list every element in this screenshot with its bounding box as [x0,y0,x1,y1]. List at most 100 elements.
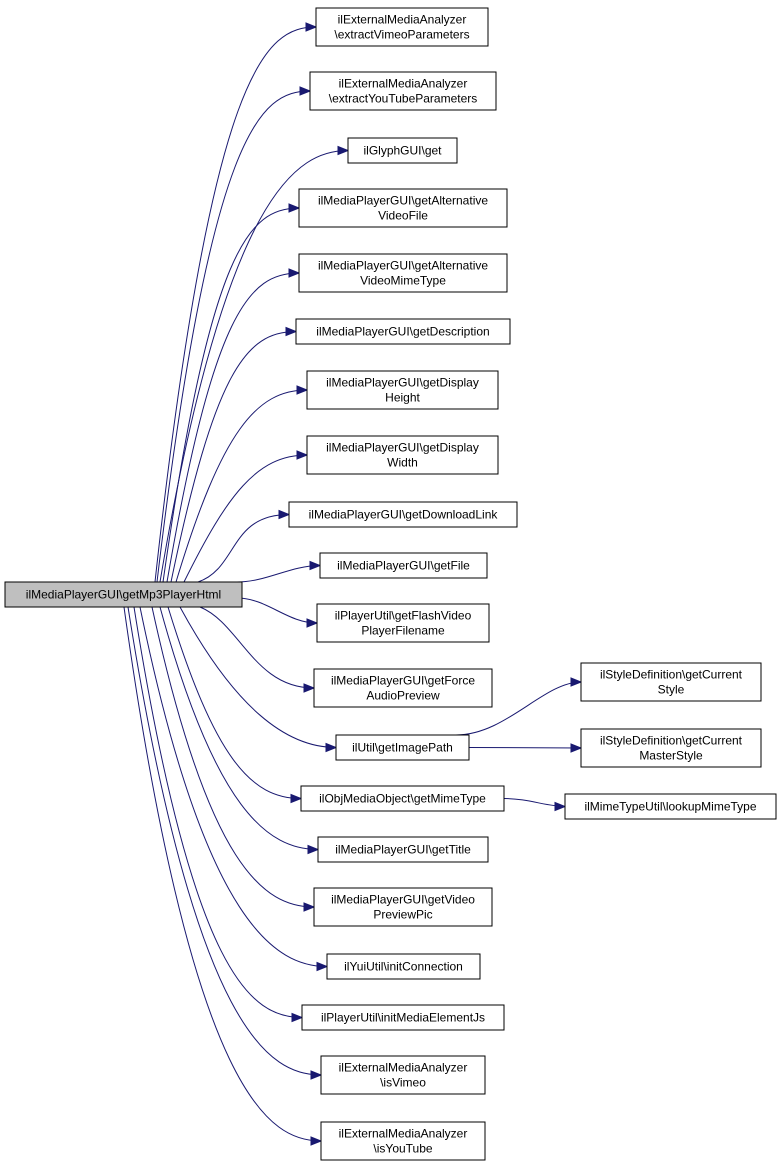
node-box [298,188,508,228]
node-box [315,7,489,47]
call-edge [159,145,350,583]
node-box [300,785,505,812]
function-node[interactable]: ilObjMediaObject\getMimeType [300,785,505,812]
edge-line [167,606,302,799]
node-label: ilExternalMediaAnalyzer [339,1127,468,1141]
node-box [313,887,493,927]
node-label: VideoFile [378,209,428,223]
function-node[interactable]: ilGlyphGUI\get [347,137,458,164]
node-label: VideoMimeType [360,274,446,288]
function-node[interactable]: ilExternalMediaAnalyzer\extractYouTubePa… [309,71,497,111]
edge-line [236,597,318,624]
arrowhead-icon [325,742,338,753]
call-edge [133,606,304,1023]
edge-line [156,90,311,583]
node-label: MasterStyle [639,749,703,763]
node-label: ilMediaPlayerGUI\getForce [331,674,475,688]
root-function-node[interactable]: ilMediaPlayerGUI\getMp3PlayerHtml [4,581,243,608]
node-label: ilPlayerUtil\initMediaElementJs [321,1011,485,1025]
node-label: AudioPreview [366,689,440,703]
node-label: Width [387,456,418,470]
call-edge [166,268,301,583]
arrowhead-icon [303,683,316,693]
arrowhead-icon [310,1136,323,1146]
node-label: ilStyleDefinition\getCurrent [600,668,743,682]
edge-line [154,26,317,583]
node-label: \isYouTube [373,1142,432,1156]
node-label: ilPlayerUtil\getFlashVideo [335,609,472,623]
function-node[interactable]: ilExternalMediaAnalyzer\isVimeo [320,1055,486,1095]
edge-line [455,681,582,736]
node-label: ilUtil\getImagePath [352,741,453,755]
node-box [320,1055,486,1095]
edge-line [166,272,300,583]
node-label: ilMediaPlayerGUI\getVideo [331,893,475,907]
function-node[interactable]: ilMediaPlayerGUI\getTitle [317,836,489,863]
edge-line [199,606,315,689]
node-box [347,137,458,164]
function-node[interactable]: ilExternalMediaAnalyzer\isYouTube [320,1121,486,1161]
edge-line [127,606,322,1076]
node-label: ilMediaPlayerGUI\getAlternative [318,194,488,208]
node-label: ilMediaPlayerGUI\getDisplay [326,441,479,455]
edge-line [179,606,337,748]
node-label: ilExternalMediaAnalyzer [339,1061,468,1075]
function-node[interactable]: ilMimeTypeUtil\lookupMimeType [564,793,777,820]
node-label: \extractVimeoParameters [334,28,469,42]
function-node[interactable]: ilMediaPlayerGUI\getDescription [295,318,511,345]
edge-line [162,207,300,583]
node-label: ilExternalMediaAnalyzer [338,13,467,27]
edges-layer [123,22,583,1146]
arrowhead-icon [296,450,309,460]
arrowhead-icon [570,743,583,753]
call-edge [236,560,322,583]
edge-line [123,606,322,1142]
function-node[interactable]: ilPlayerUtil\initMediaElementJs [301,1004,505,1031]
call-edge [179,606,338,753]
node-label: Height [385,391,420,405]
node-box [306,370,499,410]
node-box [320,1121,486,1161]
edge-line [170,331,297,583]
node-label: ilMediaPlayerGUI\getDisplay [326,376,479,390]
call-edge [156,86,312,583]
edge-line [151,606,315,908]
node-box [301,1004,505,1031]
node-label: PlayerFilename [361,624,445,638]
edge-line [197,514,290,583]
function-node[interactable]: ilMediaPlayerGUI\getDownloadLink [288,501,518,528]
node-box [316,603,490,643]
node-label: ilYuiUtil\initConnection [344,960,463,974]
node-box [580,728,762,768]
node-box [564,793,777,820]
node-label: ilMediaPlayerGUI\getDescription [316,325,489,339]
arrowhead-icon [570,677,583,687]
node-label: ilMediaPlayerGUI\getAlternative [318,259,488,273]
function-node[interactable]: ilExternalMediaAnalyzer\extractVimeoPara… [315,7,489,47]
function-node[interactable]: ilYuiUtil\initConnection [326,953,481,980]
arrowhead-icon [310,1070,323,1080]
arrowhead-icon [554,801,567,812]
node-box [335,734,470,761]
node-label: ilObjMediaObject\getMimeType [319,792,486,806]
function-node[interactable]: ilMediaPlayerGUI\getAlternativeVideoMime… [298,253,508,293]
node-label: ilStyleDefinition\getCurrent [600,734,743,748]
function-node[interactable]: ilUtil\getImagePath [335,734,470,761]
node-box [306,435,499,475]
node-label: Style [658,683,685,697]
edge-line [159,150,349,583]
call-edge [503,798,567,812]
function-node[interactable]: ilMediaPlayerGUI\getFile [319,552,488,579]
node-label: ilMediaPlayerGUI\getFile [337,559,470,573]
node-label: ilMediaPlayerGUI\getTitle [335,843,471,857]
call-edge [159,606,320,855]
arrowhead-icon [305,22,318,32]
